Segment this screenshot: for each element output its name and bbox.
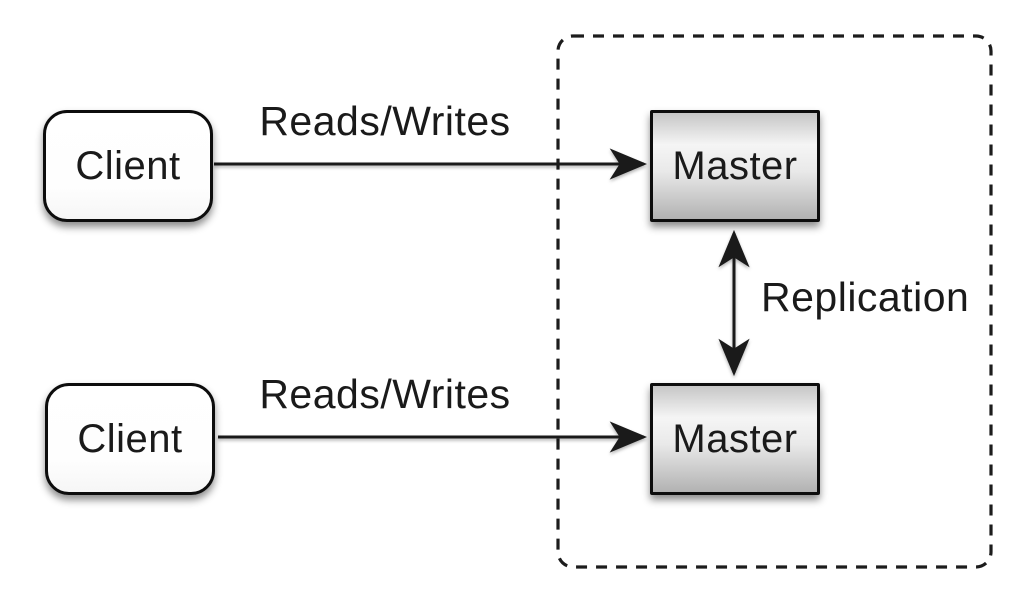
node-client-bottom: Client <box>45 383 215 495</box>
node-client-bottom-label: Client <box>77 416 183 461</box>
node-master-top-label: Master <box>672 143 798 188</box>
label-reads-writes-bottom: Reads/Writes <box>259 371 511 417</box>
label-reads-writes-top: Reads/Writes <box>259 98 511 144</box>
node-master-bottom-label: Master <box>672 416 798 461</box>
label-replication: Replication <box>761 274 970 320</box>
masters-group-dashed-border <box>556 34 993 569</box>
node-master-top: Master <box>650 110 820 222</box>
node-client-top-label: Client <box>75 143 181 188</box>
node-client-top: Client <box>43 110 213 222</box>
node-master-bottom: Master <box>650 383 820 495</box>
